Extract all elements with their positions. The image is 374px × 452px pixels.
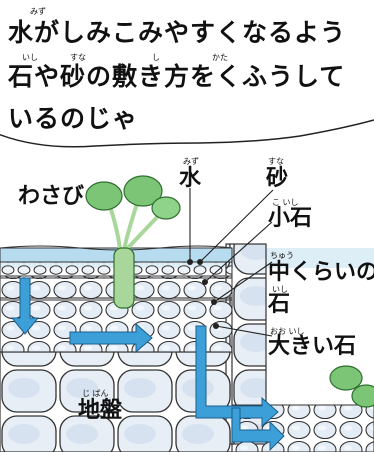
water-flow-arrow [69,322,153,354]
ruby-medium: ちゅう [270,251,294,260]
label-sand: 砂 [266,166,289,191]
wasabi-root [113,247,135,309]
bubble-text-line2: 石や砂の敷き方をくふうして [8,62,346,91]
label-wasabi: わさび [18,184,85,209]
bubble-text-line3: いるのじゃ [8,104,139,133]
water-flow-arrow [195,325,279,428]
label-small-stone: 小石 [268,206,313,231]
speech-bubble-outline [0,119,374,148]
ruby-water: みず [183,157,199,166]
ruby-sand: すな [268,157,284,166]
water-flow-arrow [10,277,40,335]
ruby-ishi: いし [22,53,38,62]
ruby-large-stone: おお いし [270,327,305,336]
ruby-shiki: し [152,53,160,62]
bubble-text-line1: 水がしみこみやすくなるよう [8,18,347,47]
label-water: 水 [179,166,202,191]
bedrock-layer [0,351,233,452]
ruby-mizu: みず [30,7,46,16]
ruby-small-stone: こ いし [272,198,299,207]
wasabi-leaf [329,365,363,391]
ruby-bedrock: じ ばん [82,389,109,398]
ruby-medium-line2: いし [272,285,288,294]
wasabi-leaf [123,175,163,207]
wasabi-leaf [85,181,123,211]
ruby-kata: かた [212,53,228,62]
label-large-stone: 大きい石 [268,334,357,359]
wasabi-leaf [151,196,181,220]
label-bedrock: 地盤 [78,398,123,423]
water-flow-arrow [231,407,285,452]
label-medium-stone-line2: 石 [268,292,291,317]
label-medium-stone-line1: 中くらいの [268,260,374,285]
wasabi-plant [85,175,181,309]
wasabi-leaf [351,384,374,408]
ruby-suna: すな [70,53,86,62]
